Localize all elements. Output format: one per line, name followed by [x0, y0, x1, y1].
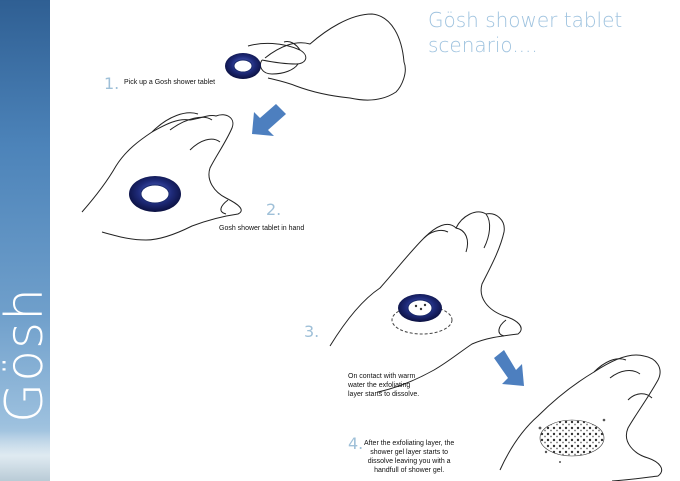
step-2-number: 2.: [266, 200, 281, 219]
tablet-1: [225, 53, 261, 79]
step-4-caption-line: handfull of shower gel.: [364, 466, 454, 475]
step-3-caption-line: water the exfoliating: [348, 381, 419, 390]
step-4-caption-line: dissolve leaving you with a: [364, 457, 454, 466]
tablet-3-dissolving: [392, 294, 452, 334]
step-4-number: 4.: [348, 434, 363, 453]
arrow-down-left-icon: [252, 104, 286, 136]
step-3-caption: On contact with warm water the exfoliati…: [348, 372, 419, 399]
hand-open-palm: [82, 113, 241, 240]
shower-gel-pile: [539, 419, 606, 463]
arrow-down-right-icon: [494, 350, 524, 386]
step-3-caption-line: layer starts to dissolve.: [348, 390, 419, 399]
step-4-caption: After the exfoliating layer, the shower …: [364, 439, 454, 475]
step-1-caption: Pick up a Gosh shower tablet: [124, 78, 215, 87]
hand-with-gel: [500, 355, 662, 481]
hand-pinching: [248, 14, 405, 100]
step-1-number: 1.: [104, 74, 119, 93]
tablet-2: [129, 176, 181, 212]
step-3-caption-line: On contact with warm: [348, 372, 419, 381]
step-4-caption-line: shower gel layer starts to: [364, 448, 454, 457]
step-2-caption: Gosh shower tablet in hand: [219, 224, 304, 233]
step-3-number: 3.: [304, 322, 319, 341]
step-4-caption-line: After the exfoliating layer, the: [364, 439, 454, 448]
